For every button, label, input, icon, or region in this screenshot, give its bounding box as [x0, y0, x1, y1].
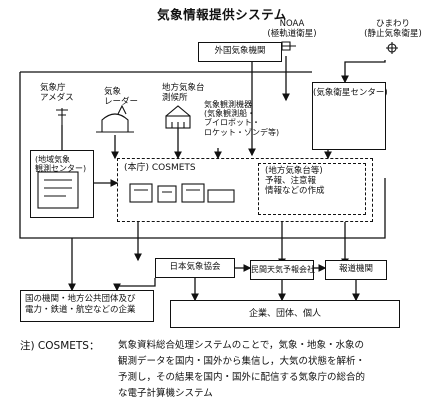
instruments-line-3: ブイロボット・ [204, 118, 260, 128]
collection-frame-line [19, 72, 386, 239]
citizens-box: 企業、団体、個人 [170, 300, 400, 328]
himawari-name: ひまわり [375, 19, 410, 29]
public-bodies-box: 国の機関・地方公共団体及び 電力・鉄道・航空などの企業 [20, 290, 154, 322]
computer-unit-icon [129, 183, 153, 203]
instruments-line-2: (気象観測船・ [204, 109, 256, 119]
radar-label: 気象 レーダー [104, 87, 139, 108]
foreign-agency-box: 外国気象機関 [198, 42, 282, 62]
jwa-box: 日本気象協会 [155, 258, 235, 278]
cosmets-region: (本庁) COSMETS (地方気象台等) 予報、注意報 情報などの作成 [117, 158, 373, 222]
radar-line-2: レーダー [104, 96, 139, 107]
jma-name: 気象庁 [40, 83, 66, 93]
regional-center-box: (地域気象 観測センター) [30, 150, 94, 218]
regional-equipment-icon [37, 171, 79, 209]
noaa-label: NOAA (極軌道衛星) [262, 19, 322, 40]
noaa-caption: (極軌道衛星) [267, 28, 317, 39]
radar-line-1: 気象 [104, 87, 122, 97]
note-line-4: な電子計算機システム [118, 388, 213, 399]
instruments-line-1: 気象観測機器 [204, 100, 252, 109]
local-obs-line-1: 地方気象台 [162, 83, 205, 93]
amedas-mast-icon [56, 108, 68, 125]
local-forecast-line-1: (地方気象台等) [265, 166, 323, 176]
local-forecast-line-3: 情報などの作成 [265, 185, 325, 196]
satellite-center-box: (気象衛星センター) [312, 82, 388, 150]
radar-antenna-icon [117, 104, 127, 115]
local-forecast-line-2: 予報、注意報 [265, 175, 317, 186]
public-bodies-line-1: 国の機関・地方公共団体及び [25, 294, 136, 304]
radar-dome-icon [96, 113, 134, 133]
cosmets-hq-label: (本庁) COSMETS [124, 163, 196, 173]
local-forecast-text: (地方気象台等) 予報、注意報 情報などの作成 [265, 166, 325, 196]
local-obs-label: 地方気象台 測候所 [162, 83, 205, 104]
instruments-label: 気象観測機器 (気象観測船・ ブイロボット・ ロケット・ゾンデ等) [204, 100, 279, 137]
amedas-name: アメダス [40, 92, 74, 103]
media-label: 報道機関 [338, 264, 373, 274]
note-line-3: 予測し，その結果を国内・国外に配信する気象庁の総合的 [118, 372, 366, 383]
note-line-1: 気象資料総合処理システムのことで，気象・地象・水象の [118, 340, 365, 351]
diagram-title: 気象情報提供システム [157, 7, 287, 22]
amedas-label: 気象庁 アメダス [40, 83, 74, 104]
public-bodies-text: 国の機関・地方公共団体及び 電力・鉄道・航空などの企業 [25, 294, 136, 317]
satellite-center-label: (気象衛星センター) [313, 88, 388, 98]
private-forecast-box: 民間天気予報会社 [250, 260, 315, 280]
local-obs-line-2: 測候所 [162, 92, 188, 103]
noaa-name: NOAA [279, 19, 305, 29]
citizens-label: 企業、団体、個人 [248, 309, 321, 319]
note-body: 気象資料総合処理システムのことで，気象・地象・水象の 観測データを国内・国外から… [118, 338, 438, 402]
himawari-label: ひまわり (静止気象衛星) [348, 19, 438, 40]
private-forecast-label: 民間天気予報会社 [251, 265, 315, 274]
himawari-feed-arrow [341, 60, 386, 84]
public-bodies-line-2: 電力・鉄道・航空などの企業 [25, 305, 136, 316]
note-line-2: 観測データを国内・国外から集信し，大気の状態を解析・ [118, 356, 366, 367]
regional-center-label: (地域気象 観測センター) [35, 155, 86, 173]
regional-center-line-1: (地域気象 [35, 155, 71, 164]
local-forecast-region: (地方気象台等) 予報、注意報 情報などの作成 [258, 163, 366, 215]
foreign-agency-label: 外国気象機関 [214, 46, 266, 56]
note-label: 注) COSMETS： [20, 340, 100, 352]
regional-center-line-2: 観測センター) [35, 164, 87, 174]
instruments-line-4: ロケット・ゾンデ等) [204, 127, 280, 137]
himawari-caption: (静止気象衛星) [364, 28, 422, 39]
jwa-to-public-arrow [113, 278, 156, 292]
jwa-label: 日本気象協会 [169, 262, 221, 272]
media-box: 報道機関 [325, 260, 387, 280]
